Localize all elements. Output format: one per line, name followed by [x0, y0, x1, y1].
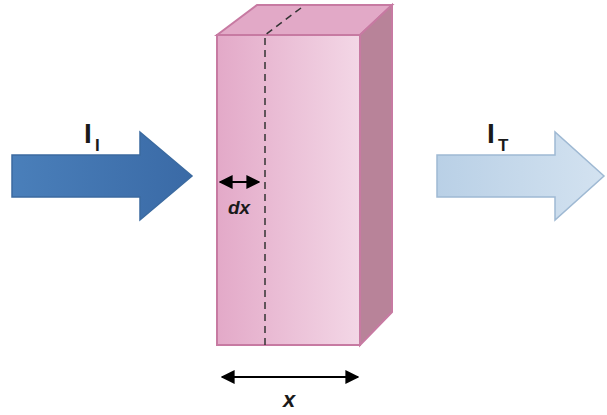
- transmitted-arrow: [437, 132, 604, 220]
- intensity-subscript: I: [95, 137, 100, 154]
- incident-arrow: [12, 132, 192, 220]
- x-dimension: [222, 376, 358, 378]
- slab-front: [217, 35, 360, 345]
- slice-line: [265, 5, 305, 345]
- dimension-label: x: [283, 389, 295, 411]
- slab-side: [360, 5, 392, 345]
- dimension-label: dx: [228, 198, 250, 217]
- intensity-symbol: I: [84, 120, 92, 148]
- dx-dimension: [220, 181, 259, 183]
- intensity-subscript: T: [498, 137, 508, 154]
- intensity-symbol: I: [487, 120, 495, 148]
